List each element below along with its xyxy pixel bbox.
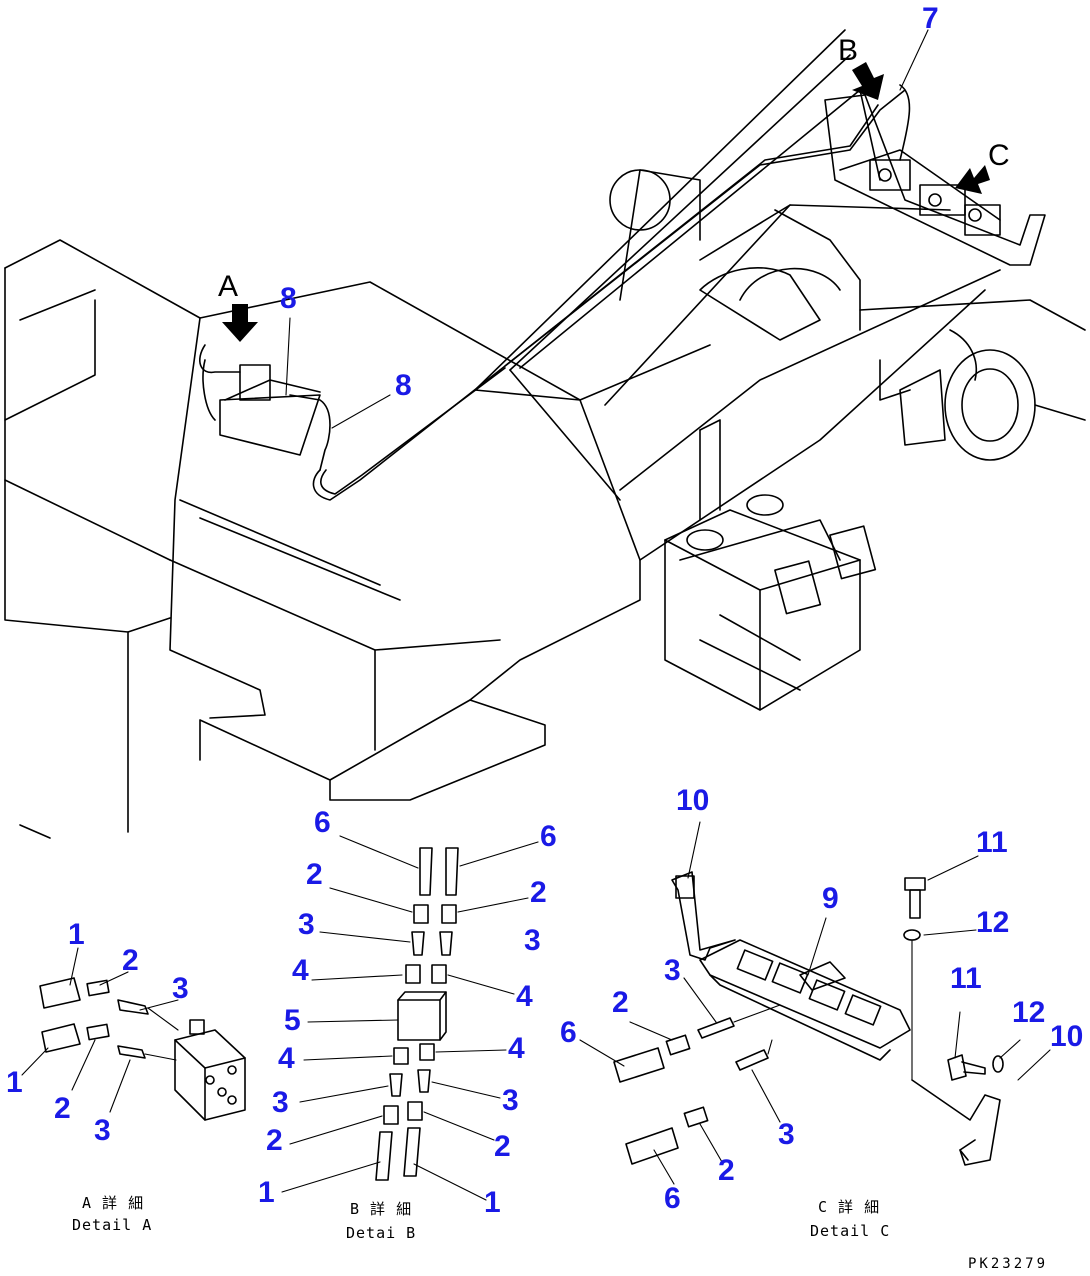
callout-c-11-right: 11 [950, 962, 982, 995]
main-leader-lines [285, 29, 929, 429]
detail-a-caption-line2: Detail A [72, 1216, 152, 1234]
callout-b-2-left: 2 [306, 858, 323, 891]
callout-b-5: 5 [284, 1004, 301, 1037]
callout-c-2-upper: 2 [612, 986, 629, 1019]
callout-b-6-right: 6 [540, 820, 557, 853]
detail-c-drawing [579, 821, 1051, 1185]
callout-c-9: 9 [822, 882, 839, 915]
grease-pipe-long [499, 84, 911, 371]
detail-c-caption-line1: C 詳 細 [818, 1198, 880, 1216]
callout-a-2-bottom: 2 [54, 1092, 71, 1125]
callout-c-2-lower: 2 [718, 1154, 735, 1187]
callout-c-12-top: 12 [976, 906, 1009, 939]
callout-b-2-right: 2 [530, 876, 547, 909]
detail-label-c: C [988, 139, 1010, 172]
callout-c-12-right: 12 [1012, 996, 1045, 1029]
callout-c-6-upper: 6 [560, 1016, 577, 1049]
callout-b-3-right: 3 [524, 924, 541, 957]
callout-b-1-right: 1 [484, 1186, 501, 1219]
detail-label-a: A [218, 270, 238, 303]
callout-c-6-lower: 6 [664, 1182, 681, 1215]
grease-reservoir [199, 344, 506, 501]
detail-arrow-a [222, 304, 258, 342]
callout-b-2-lower-left: 2 [266, 1124, 283, 1157]
callout-b-3-lower-left: 3 [272, 1086, 289, 1119]
callout-a-1-top: 1 [68, 918, 85, 951]
detail-arrow-c [955, 165, 990, 194]
detail-a-caption-line1: A 詳 細 [82, 1194, 144, 1212]
drawing-code: PK23279 [968, 1256, 1048, 1272]
callout-b-4-upper-right: 4 [516, 980, 533, 1013]
callout-8-top: 8 [280, 282, 297, 315]
manifold-bracket-main [824, 94, 1046, 266]
detail-c-caption-line2: Detail C [810, 1222, 890, 1240]
callout-c-10-top: 10 [676, 784, 709, 817]
callout-8-side: 8 [395, 369, 412, 402]
detail-label-b: B [838, 34, 858, 67]
callout-a-2-top: 2 [122, 944, 139, 977]
callout-b-3-lower-right: 3 [502, 1084, 519, 1117]
callout-a-3-bottom: 3 [94, 1114, 111, 1147]
detail-a-drawing [21, 947, 246, 1121]
callout-7: 7 [922, 2, 939, 35]
detail-b-caption-line1: B 詳 細 [350, 1200, 412, 1218]
detail-b-caption-line2: Detai B [346, 1224, 416, 1242]
callout-b-2-lower-right: 2 [494, 1130, 511, 1163]
callout-b-4-lower-right: 4 [508, 1032, 525, 1065]
callout-c-3-lower: 3 [778, 1118, 795, 1151]
callout-a-1-bottom: 1 [6, 1066, 23, 1099]
callout-c-3-upper: 3 [664, 954, 681, 987]
callout-c-10-right: 10 [1050, 1020, 1083, 1053]
callout-b-3-left: 3 [298, 908, 315, 941]
callout-b-6-left: 6 [314, 806, 331, 839]
callout-b-1-left: 1 [258, 1176, 275, 1209]
callout-b-4-upper-left: 4 [292, 954, 309, 987]
callout-b-4-lower-left: 4 [278, 1042, 295, 1075]
callout-a-3-top: 3 [172, 972, 189, 1005]
callout-c-11-top: 11 [976, 826, 1008, 859]
machine-frame-drawing [4, 29, 1086, 839]
detail-arrow-b [852, 62, 884, 100]
detail-b-drawing [281, 835, 539, 1201]
